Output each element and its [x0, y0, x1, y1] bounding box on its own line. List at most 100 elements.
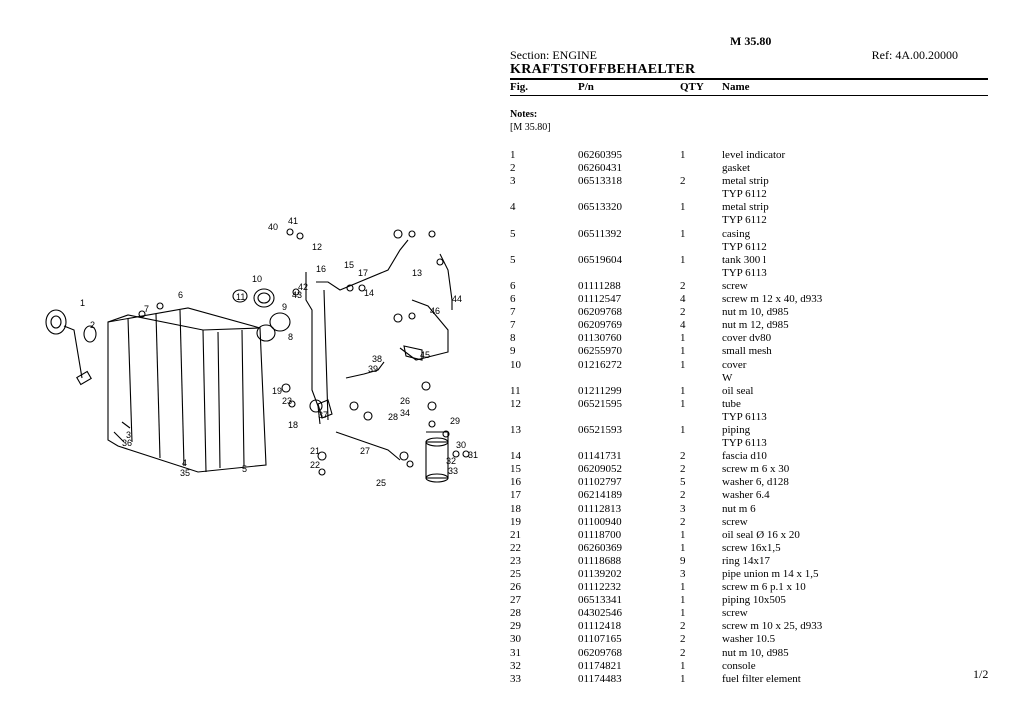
table-row: TYP 6112 — [510, 241, 988, 254]
part-fig: 7 — [510, 319, 516, 332]
svg-text:25: 25 — [376, 478, 386, 488]
part-qty: 1 — [680, 607, 686, 620]
part-name: screw m 6 x 30 — [722, 463, 790, 476]
part-number: 06209052 — [578, 463, 622, 476]
part-fig: 13 — [510, 423, 521, 436]
part-qty: 4 — [680, 293, 686, 306]
part-qty: 3 — [680, 502, 686, 515]
part-number: 06260395 — [578, 149, 622, 161]
table-row: TYP 6112 — [510, 188, 988, 201]
part-fig: 28 — [510, 607, 521, 620]
svg-text:30: 30 — [456, 440, 466, 450]
part-qty: 1 — [680, 581, 686, 594]
part-qty: 1 — [680, 227, 686, 240]
part-name: washer 6, d128 — [722, 476, 789, 489]
part-name: TYP 6113 — [722, 437, 767, 450]
part-name: screw m 10 x 25, d933 — [722, 620, 823, 633]
svg-text:43: 43 — [292, 290, 302, 300]
part-name: tube — [722, 397, 741, 410]
part-qty: 1 — [680, 541, 686, 554]
svg-text:9: 9 — [282, 302, 287, 312]
part-qty: 1 — [680, 332, 686, 345]
page-number: 1/2 — [973, 667, 989, 681]
part-qty: 1 — [680, 345, 686, 358]
header-divider — [510, 95, 988, 96]
svg-text:3: 3 — [126, 430, 131, 440]
svg-text:21: 21 — [310, 446, 320, 456]
table-row: TYP 6112 — [510, 214, 988, 227]
svg-text:32: 32 — [446, 456, 456, 466]
part-number: 01111288 — [578, 279, 621, 292]
part-number: 01118688 — [578, 554, 622, 567]
part-number: 06521593 — [578, 423, 622, 436]
part-fig: 15 — [510, 463, 521, 476]
part-fig: 5 — [510, 253, 516, 266]
part-name: TYP 6112 — [722, 214, 767, 227]
page-title: KRAFTSTOFFBEHAELTER — [510, 62, 696, 77]
notes-text: [M 35.80] — [510, 122, 551, 133]
part-fig: 23 — [510, 554, 521, 567]
svg-text:7: 7 — [144, 304, 149, 314]
svg-text:1: 1 — [80, 298, 85, 308]
svg-text:31: 31 — [468, 450, 478, 460]
table-row: TYP 6113 — [510, 437, 988, 450]
svg-text:39: 39 — [368, 364, 378, 374]
part-number: 01107165 — [578, 633, 622, 646]
part-name: tank 300 l — [722, 253, 766, 266]
svg-text:29: 29 — [450, 416, 460, 426]
part-fig: 2 — [510, 162, 516, 175]
part-fig: 33 — [510, 672, 521, 685]
part-number: 06209768 — [578, 646, 622, 659]
part-number: 01141731 — [578, 450, 622, 463]
part-fig: 27 — [510, 594, 521, 607]
svg-text:10: 10 — [252, 274, 262, 284]
svg-text:19: 19 — [272, 386, 282, 396]
part-name: washer 6.4 — [722, 489, 770, 502]
svg-text:4: 4 — [182, 458, 187, 468]
part-fig: 32 — [510, 659, 521, 672]
part-qty: 2 — [680, 489, 686, 502]
part-name: nut m 10, d985 — [722, 646, 789, 659]
part-qty: 1 — [680, 672, 686, 685]
svg-text:13: 13 — [412, 268, 422, 278]
part-qty: 2 — [680, 175, 686, 188]
part-name: gasket — [722, 162, 751, 175]
part-fig: 17 — [510, 489, 521, 502]
part-name: nut m 10, d985 — [722, 306, 789, 319]
part-number: 06214189 — [578, 489, 622, 502]
svg-text:34: 34 — [400, 408, 410, 418]
svg-text:45: 45 — [420, 350, 430, 360]
part-name: screw — [722, 279, 748, 292]
part-number: 06513341 — [578, 594, 622, 607]
part-fig: 10 — [510, 358, 521, 371]
part-qty: 2 — [680, 515, 686, 528]
part-number: 06260369 — [578, 541, 622, 554]
svg-text:46: 46 — [430, 306, 440, 316]
part-qty: 1 — [680, 397, 686, 410]
column-header-fig: Fig. — [510, 81, 529, 93]
svg-text:28: 28 — [388, 412, 398, 422]
svg-text:36: 36 — [122, 438, 132, 448]
part-name: fuel filter element — [722, 672, 801, 685]
part-fig: 22 — [510, 541, 521, 554]
part-name: cover — [722, 358, 747, 371]
part-number: 01216272 — [578, 358, 622, 371]
part-fig: 6 — [510, 293, 516, 306]
part-name: screw m 6 p.1 x 10 — [722, 581, 806, 594]
part-number: 06209768 — [578, 306, 622, 319]
svg-text:23: 23 — [282, 396, 292, 406]
